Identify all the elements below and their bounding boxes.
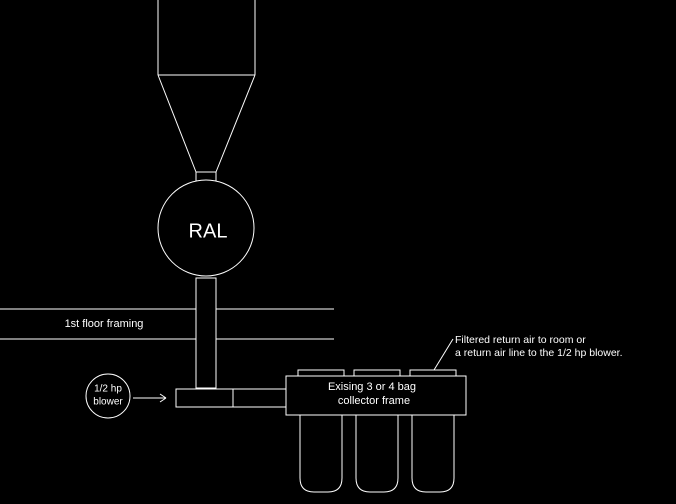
blower: 1/2 hp blower: [85, 373, 131, 419]
ral-rotary-airlock: RAL: [157, 179, 255, 277]
collector-frame: Exising 3 or 4 bag collector frame: [285, 369, 467, 416]
filter-bag: [355, 415, 399, 493]
blower-label-line1: 1/2 hp: [94, 384, 122, 395]
note-line2: a return air line to the 1/2 hp blower.: [455, 347, 623, 359]
vertical-duct: [195, 277, 217, 389]
filter-bag: [299, 415, 343, 493]
floor-framing: [0, 308, 334, 340]
collector-bags: [299, 415, 455, 493]
collector-label-line2: collector frame: [338, 395, 410, 407]
filter-bag: [411, 415, 455, 493]
return-air-note: Filtered return air to room or a return …: [455, 334, 623, 359]
hopper: [157, 0, 256, 183]
airflow-arrow: [133, 393, 167, 403]
note-leader-line: [433, 338, 454, 371]
ral-label: RAL: [189, 220, 228, 242]
note-line1: Filtered return air to room or: [455, 334, 586, 346]
horizontal-duct: [175, 388, 287, 408]
blower-label-line2: blower: [93, 397, 123, 408]
floor-framing-label: 1st floor framing: [65, 318, 144, 330]
collector-label-line1: Exising 3 or 4 bag: [328, 381, 416, 393]
